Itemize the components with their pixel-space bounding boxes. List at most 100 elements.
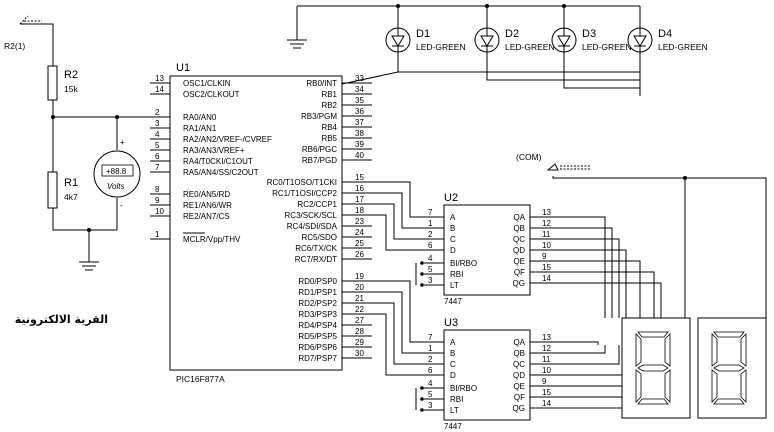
decoder-pin-name: A <box>450 338 456 347</box>
decoder-pin-number: 4 <box>428 254 433 263</box>
mcu-pin-name: RD4/PSP4 <box>298 321 337 330</box>
decoder-pin-name: QD <box>513 246 525 255</box>
r2-ref: R2 <box>64 69 78 81</box>
watermark-text: القرية الالكترونية <box>15 313 108 326</box>
mcu-pin-number: 17 <box>355 195 364 204</box>
display-segment <box>637 331 669 338</box>
decoder-pin-name: QD <box>513 371 525 380</box>
decoder-pin-name: RBI <box>450 270 463 279</box>
display-segment <box>635 369 642 403</box>
mcu-pin-name: RD0/PSP0 <box>298 277 337 286</box>
decoder-pin-name: QC <box>513 360 525 369</box>
r1-ref: R1 <box>64 177 78 189</box>
mcu-pin-name: RC7/RX/DT <box>295 255 337 264</box>
decoder-pin-number: 3 <box>428 276 433 285</box>
decoder-pin-number: 4 <box>428 379 433 388</box>
decoder-pin-name: RBI <box>450 395 463 404</box>
mcu-pin-number: 14 <box>155 85 164 94</box>
mcu-pin-number: 18 <box>355 206 364 215</box>
decoder-pin-name: QA <box>513 213 525 222</box>
decoder-pin-name: B <box>450 349 455 358</box>
decoder-pin-name: QF <box>514 393 525 402</box>
mcu-pin-number: 1 <box>155 230 160 239</box>
decoder-pin-name: QF <box>514 268 525 277</box>
mcu-pin-number: 9 <box>155 196 160 205</box>
mcu-pin-name: RE2/AN7/CS <box>183 212 230 221</box>
svg-text:-: - <box>120 201 123 210</box>
led-ref: D4 <box>658 28 672 40</box>
mcu-pin-name: OSC2/CLKOUT <box>183 90 240 99</box>
decoder-pin-number: 5 <box>428 265 433 274</box>
mcu-pin-name: RC1/T1OSI/CCP2 <box>272 189 337 198</box>
resistor-r1 <box>47 117 117 231</box>
display-segment <box>740 369 747 403</box>
decoder-pin-name: D <box>450 246 456 255</box>
mcu-pin-number: 16 <box>355 184 364 193</box>
decoder-part: 7447 <box>444 297 462 306</box>
mcu-pin-name: RA1/AN1 <box>183 124 217 133</box>
probe-label: R2(1) <box>4 41 25 51</box>
mcu-pin-number: 37 <box>355 118 364 127</box>
mcu-pin-name: RE0/AN5/RD <box>183 190 230 199</box>
display-segment <box>713 364 745 372</box>
led-type: LED-GREEN <box>505 42 555 52</box>
mcu-pin-name: RA0/AN0 <box>183 113 217 122</box>
seven-segment-displays <box>621 317 767 419</box>
mcu-pin-number: 20 <box>355 283 364 292</box>
mcu-pin-number: 21 <box>355 294 364 303</box>
mcu-pin-number: 7 <box>155 163 160 172</box>
mcu-pin-number: 23 <box>355 217 364 226</box>
svg-text:+: + <box>120 138 125 147</box>
mcu-pin-number: 5 <box>155 141 160 150</box>
led-type: LED-GREEN <box>416 42 466 52</box>
mcu-pin-number: 40 <box>355 151 364 160</box>
decoder-pin-name: LT <box>450 406 459 415</box>
led-ref: D1 <box>416 28 430 40</box>
mcu-pin-name: RC6/TX/CK <box>295 244 337 253</box>
mcu-pin-number: 30 <box>355 349 364 358</box>
led-ref: D3 <box>582 28 596 40</box>
mcu-pin-name: RB2 <box>321 101 337 110</box>
mcu-pin-number: 3 <box>155 119 160 128</box>
decoder-pin-number: 14 <box>542 274 551 283</box>
decoder-pin-number: 14 <box>542 399 551 408</box>
mcu-pin-number: 4 <box>155 130 160 139</box>
decoder-pin-name: B <box>450 224 455 233</box>
decoder-pin-number: 1 <box>428 344 433 353</box>
mcu-pin-name: RD5/PSP5 <box>298 332 337 341</box>
decoder-pin-number: 12 <box>542 219 551 228</box>
mcu-pin-number: 34 <box>355 85 364 94</box>
decoder-pin-name: BI/RBO <box>450 259 477 268</box>
mcu-pin-name: RD7/PSP7 <box>298 354 337 363</box>
mcu-pin-number: 29 <box>355 338 364 347</box>
decoder-pin-number: 15 <box>542 263 551 272</box>
decoder-pin-name: C <box>450 235 456 244</box>
decoder-pin-number: 15 <box>542 388 551 397</box>
decoder-body <box>443 204 531 296</box>
mcu-pin-number: 25 <box>355 239 364 248</box>
mcu-pin-name: RD6/PSP6 <box>298 343 337 352</box>
decoder-pin-number: 13 <box>542 333 551 342</box>
mcu-pin-number: 8 <box>155 185 160 194</box>
decoder-pin-name: BI/RBO <box>450 384 477 393</box>
decoder-pin-name: QG <box>513 279 525 288</box>
led-ref: D2 <box>505 28 519 40</box>
mcu-left-pins: 13OSC1/CLKIN14OSC2/CLKOUT2RA0/AN03RA1/AN… <box>150 74 272 244</box>
mcu-pin-number: 39 <box>355 140 364 149</box>
decoder-pin-number: 11 <box>542 230 551 239</box>
r2-value: 15k <box>64 84 78 94</box>
display-segment <box>713 331 745 338</box>
seven-segment-display-1 <box>621 317 691 419</box>
r1-value: 4k7 <box>64 192 78 202</box>
mcu-pin-name: RD2/PSP2 <box>298 299 337 308</box>
mcu-pin-name: RB4 <box>321 123 337 132</box>
decoder-pin-number: 7 <box>428 208 433 217</box>
mcu-pin-name: RB0/INT <box>306 79 337 88</box>
mcu-pin-name: RB5 <box>321 134 337 143</box>
mcu-pin-number: 2 <box>155 108 160 117</box>
decoder-pin-name: QE <box>513 257 525 266</box>
decoder-pin-name: A <box>450 213 456 222</box>
decoder-pin-name: C <box>450 360 456 369</box>
display-segment <box>711 333 718 367</box>
